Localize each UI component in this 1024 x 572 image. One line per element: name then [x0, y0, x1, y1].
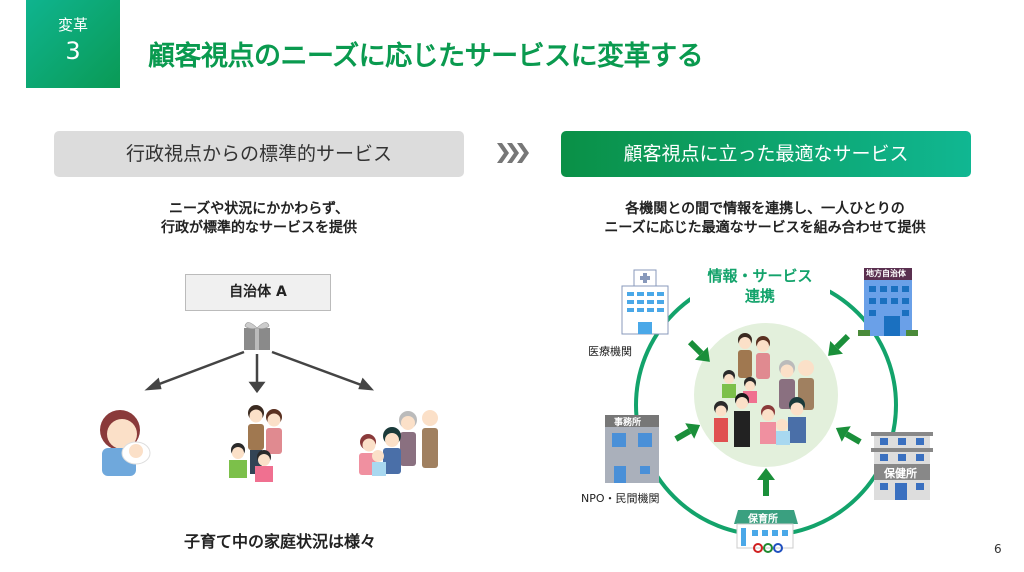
arrow-from-health-center	[835, 426, 862, 445]
health-center-building-icon	[871, 432, 933, 500]
hospital-building-icon	[621, 269, 669, 335]
health-center-sign: 保健所	[884, 467, 917, 480]
local-government-building-icon	[858, 268, 918, 336]
arrow-from-npo	[674, 423, 701, 442]
distribution-arrows	[144, 350, 375, 394]
three-generation-family-illustration	[359, 410, 438, 476]
mother-with-baby-illustration	[100, 410, 151, 476]
right-heading: 顧客視点に立った最適なサービス	[561, 131, 971, 177]
arrow-left-head	[144, 377, 162, 391]
arrow-right	[271, 350, 365, 388]
left-heading: 行政視点からの標準的サービス	[54, 131, 464, 177]
change-badge: 変革 3	[26, 0, 120, 88]
arrow-from-nursery	[757, 468, 775, 496]
cooperation-line-1: 情報・サービス	[707, 267, 813, 285]
nursery-sign: 保育所	[748, 514, 778, 525]
npo-private-label: NPO・民間機関	[581, 492, 660, 505]
diverse-citizens-illustration	[714, 333, 814, 447]
triple-chevron-right-icon	[497, 143, 529, 163]
page-number: 6	[994, 542, 1002, 556]
family-with-children-illustration	[229, 405, 282, 482]
arrow-left	[153, 350, 245, 388]
municipality-box: 自治体 A	[185, 274, 331, 311]
medical-institution-label: 医療機関	[588, 345, 632, 358]
right-description: 各機関との間で情報を連携し、一人ひとりの ニーズに応じた最適なサービスを組み合わ…	[530, 200, 1000, 238]
cooperation-line-2: 連携	[744, 287, 775, 305]
left-desc-line-1: ニーズや状況にかかわらず、	[168, 201, 350, 217]
family-situation-caption: 子育て中の家庭状況は様々	[183, 532, 376, 551]
right-desc-line-1: 各機関との間で情報を連携し、一人ひとりの	[625, 201, 905, 217]
office-building-icon	[605, 415, 659, 483]
left-description: ニーズや状況にかかわらず、 行政が標準的なサービスを提供	[54, 200, 464, 238]
arrow-right-head	[358, 377, 375, 391]
local-gov-sign: 地方自治体	[866, 269, 906, 278]
arrow-from-local-gov	[828, 333, 851, 356]
gift-box-icon	[244, 322, 270, 350]
right-desc-line-2: ニーズに応じた最適なサービスを組み合わせて提供	[604, 220, 926, 236]
badge-number: 3	[65, 37, 81, 65]
arrow-from-medical	[687, 339, 710, 362]
page-title: 顧客視点のニーズに応じたサービスに変革する	[148, 41, 704, 72]
cooperation-label: 情報・サービス 連携	[690, 266, 830, 306]
office-sign: 事務所	[614, 418, 642, 428]
left-desc-line-2: 行政が標準的なサービスを提供	[161, 220, 357, 236]
nursery-building-icon	[734, 510, 798, 553]
inward-arrows	[674, 333, 862, 496]
arrow-center-head	[248, 381, 266, 394]
badge-label: 変革	[57, 16, 88, 34]
